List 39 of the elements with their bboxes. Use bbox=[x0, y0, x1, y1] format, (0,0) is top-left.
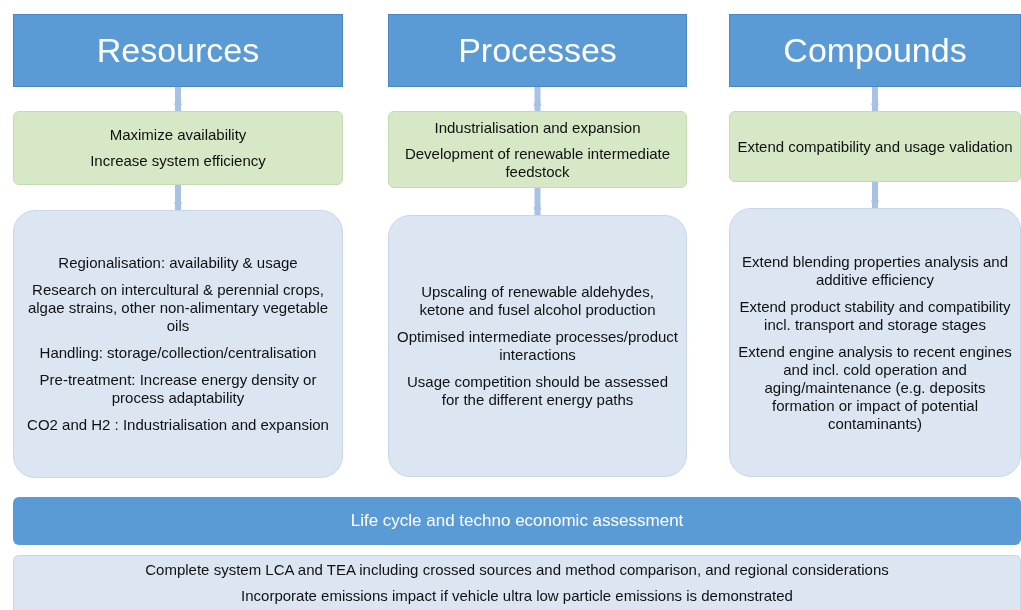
heading: Processes bbox=[458, 30, 617, 71]
detail-box bbox=[388, 215, 687, 477]
goal-box bbox=[388, 111, 687, 188]
text: Upscaling of renewable aldehydes, ketone and fusel alcohol production bbox=[418, 283, 657, 319]
text: Usage competition should be assessed for the different energy paths bbox=[406, 373, 669, 409]
assessment-bar bbox=[13, 497, 1021, 545]
arrow bbox=[870, 182, 880, 209]
detail-box bbox=[729, 208, 1021, 477]
text: Incorporate emissions impact if vehicle ultra low particle emissions is demonstrated bbox=[241, 587, 793, 605]
text: Extend engine analysis to recent engines and incl. cold operation and aging/maintenance (e.g. deposits formation or impact of potential contaminants) bbox=[738, 342, 1012, 433]
heading: Resources bbox=[96, 30, 260, 71]
text: Extend compatibility and usage validation bbox=[737, 137, 1013, 156]
detail-box bbox=[13, 555, 1021, 610]
arrow bbox=[870, 87, 880, 112]
text: Handling: storage/collection/centralisation bbox=[39, 344, 317, 362]
arrow bbox=[173, 87, 183, 112]
heading: Compounds bbox=[783, 30, 967, 71]
text: Research on intercultural & perennial crops, algae strains, other non-alimentary vegetable oils bbox=[26, 281, 330, 335]
heading-box bbox=[729, 14, 1021, 87]
detail-box bbox=[13, 210, 343, 478]
text: Extend blending properties analysis and additive efficiency bbox=[741, 252, 1009, 289]
text: Increase system efficiency bbox=[90, 152, 266, 170]
text: Regionalisation: availability & usage bbox=[58, 254, 298, 272]
arrow bbox=[173, 185, 183, 211]
heading-box bbox=[388, 14, 687, 87]
text: Industrialisation and expansion bbox=[434, 118, 641, 137]
text: Complete system LCA and TEA including crossed sources and method comparison, and regional considerations bbox=[145, 561, 889, 579]
text: Pre-treatment: Increase energy density or process adaptability bbox=[38, 371, 318, 407]
heading-box bbox=[13, 14, 343, 87]
arrow bbox=[533, 87, 542, 112]
text: Maximize availability bbox=[109, 126, 247, 144]
goal-box bbox=[13, 111, 343, 185]
text: Extend product stability and compatibility incl. transport and storage stages bbox=[738, 297, 1012, 334]
text: Life cycle and techno economic assessment bbox=[350, 510, 684, 532]
text: CO2 and H2 : Industrialisation and expansion bbox=[27, 416, 329, 434]
goal-box bbox=[729, 111, 1021, 182]
text: Development of renewable intermediate feedstock bbox=[403, 144, 672, 181]
arrow bbox=[533, 188, 542, 216]
text: Optimised intermediate processes/product interactions bbox=[397, 328, 678, 364]
